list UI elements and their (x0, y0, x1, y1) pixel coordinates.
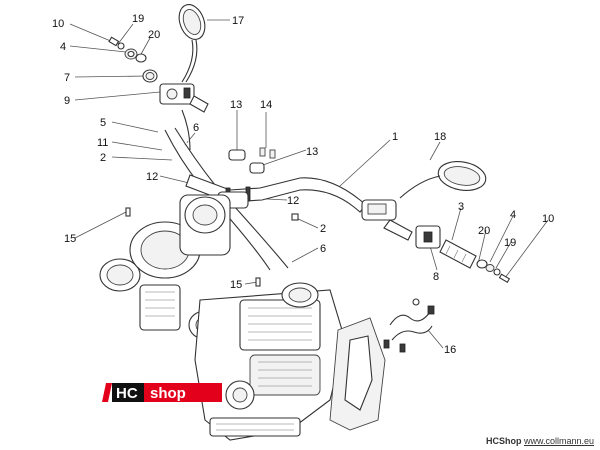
hcshop-logo: HC shop (102, 383, 222, 402)
callout-6: 6 (193, 122, 199, 134)
grip-7 (142, 69, 158, 83)
clamp-13-left (228, 149, 246, 161)
callout-4b: 4 (510, 209, 516, 221)
callout-13: 13 (230, 99, 242, 111)
clamp-13-right (249, 162, 265, 174)
callout-9: 9 (64, 95, 70, 107)
callout-15: 15 (64, 233, 76, 245)
switch-8 (415, 225, 441, 249)
callout-2: 2 (100, 152, 106, 164)
bolt-15-lower (255, 277, 261, 287)
callout-4: 4 (60, 41, 66, 53)
callout-12b: 12 (287, 195, 299, 207)
callout-13b: 13 (306, 146, 318, 158)
callout-2b: 2 (320, 223, 326, 235)
counterweight-20-right (485, 264, 495, 272)
callout-labels: 10 19 4 20 17 7 9 5 11 2 6 13 14 13 1 18… (52, 13, 554, 356)
logo-hc-text: HC (116, 385, 138, 402)
footer-credit: HCShop www.collmann.eu (486, 436, 594, 446)
bushing-4 (124, 48, 138, 60)
logo-shop-text: shop (150, 385, 186, 402)
mirror-right (399, 161, 487, 199)
callout-6b: 6 (320, 243, 326, 255)
grip-3 (439, 239, 477, 269)
callout-10: 10 (52, 18, 64, 30)
logo-black-block (112, 383, 144, 402)
callout-10b: 10 (542, 213, 554, 225)
switch-9 (159, 83, 209, 113)
callout-14: 14 (260, 99, 272, 111)
screw-10-right (498, 273, 511, 283)
callout-17: 17 (232, 15, 244, 27)
callout-20: 20 (148, 29, 160, 41)
callout-1: 1 (392, 131, 398, 143)
bolt-15-left (125, 207, 131, 217)
callout-19b: 19 (504, 237, 516, 249)
callout-20b: 20 (478, 225, 490, 237)
wiring-harness-16 (383, 298, 435, 353)
callout-11: 11 (97, 137, 108, 149)
callout-19: 19 (132, 13, 144, 25)
logo-red-slash (102, 383, 112, 402)
callout-15b: 15 (230, 279, 242, 291)
callout-8: 8 (433, 271, 439, 283)
engine-assembly (99, 194, 386, 441)
bushing-4-right (476, 259, 488, 269)
footer-brand: HCShop (485, 436, 522, 446)
callout-18: 18 (434, 131, 446, 143)
washer-19-right (493, 268, 501, 276)
callout-5: 5 (100, 117, 106, 129)
callout-3: 3 (458, 201, 464, 213)
counterweight-20 (135, 53, 147, 63)
nut-2-right (291, 213, 299, 221)
washer-19 (117, 42, 125, 50)
logo-red-block (144, 383, 222, 402)
footer-site-link[interactable]: www.collmann.eu (523, 436, 594, 446)
bolts-14 (259, 147, 276, 159)
callout-12: 12 (146, 171, 158, 183)
mirror-left (178, 4, 206, 83)
callout-7: 7 (64, 72, 70, 84)
callout-16: 16 (444, 344, 456, 356)
master-cylinder (361, 199, 413, 241)
screw-10 (108, 36, 120, 47)
